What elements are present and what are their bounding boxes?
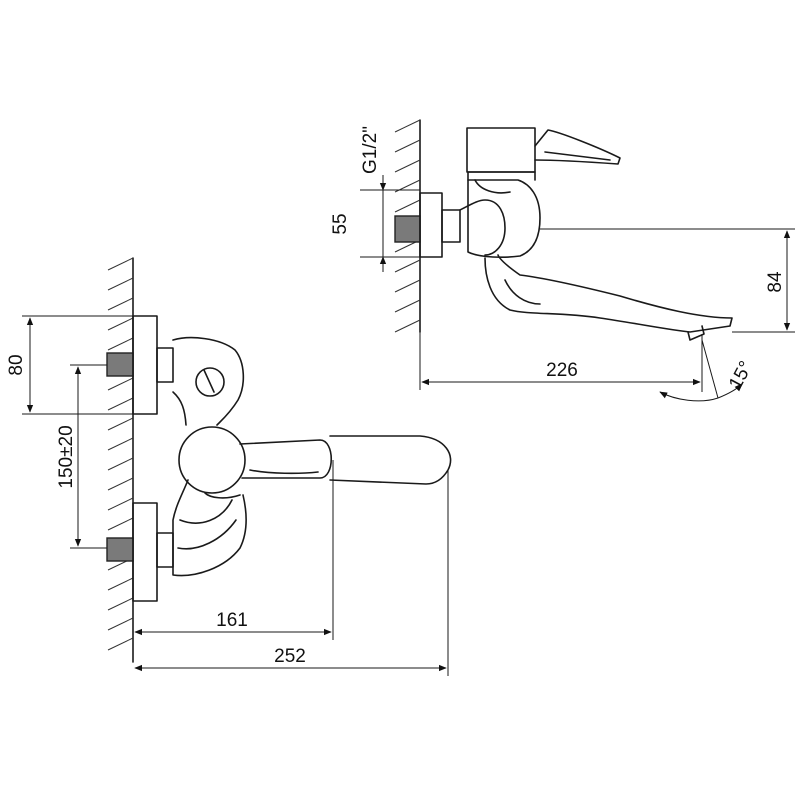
dimension-15deg: 15° [659,339,757,402]
dimension-84: 84 [540,228,795,333]
dimension-80: 80 [6,315,133,415]
dimension-150: 150±20 [56,364,107,549]
label-top-pipe: 55 [330,213,351,234]
dimension-g12: G1/2" [360,126,381,174]
dimension-55: 55 [330,175,420,272]
dimension-252: 252 [134,470,449,676]
label-top-spout: 226 [546,360,578,381]
mixer-body [172,336,247,577]
top-view-cartridge [466,127,621,173]
top-view-eccentric [419,192,461,258]
upper-wall-pipe [106,352,134,377]
label-top-angle: 15° [725,358,757,393]
dimension-226: 226 [419,332,703,392]
diverter-knob [195,367,225,397]
lever-handle [178,426,332,499]
left-wall-hatching [107,257,134,651]
top-view-spout [484,254,733,341]
label-top-drop: 84 [765,271,786,293]
upper-eccentric [132,315,174,415]
label-top-thread: G1/2" [360,126,381,174]
label-side-depth: 161 [216,610,248,631]
left-wall [107,257,134,663]
label-side-height: 80 [6,354,27,375]
lower-eccentric [132,502,174,602]
top-view-wall-pipe [394,215,421,243]
top-view-body [459,171,541,258]
side-view-spout [329,435,452,485]
label-side-spacing: 150±20 [56,425,77,488]
lower-wall-pipe [106,537,134,562]
dimension-161: 161 [134,460,334,640]
label-side-overall: 252 [274,646,306,667]
